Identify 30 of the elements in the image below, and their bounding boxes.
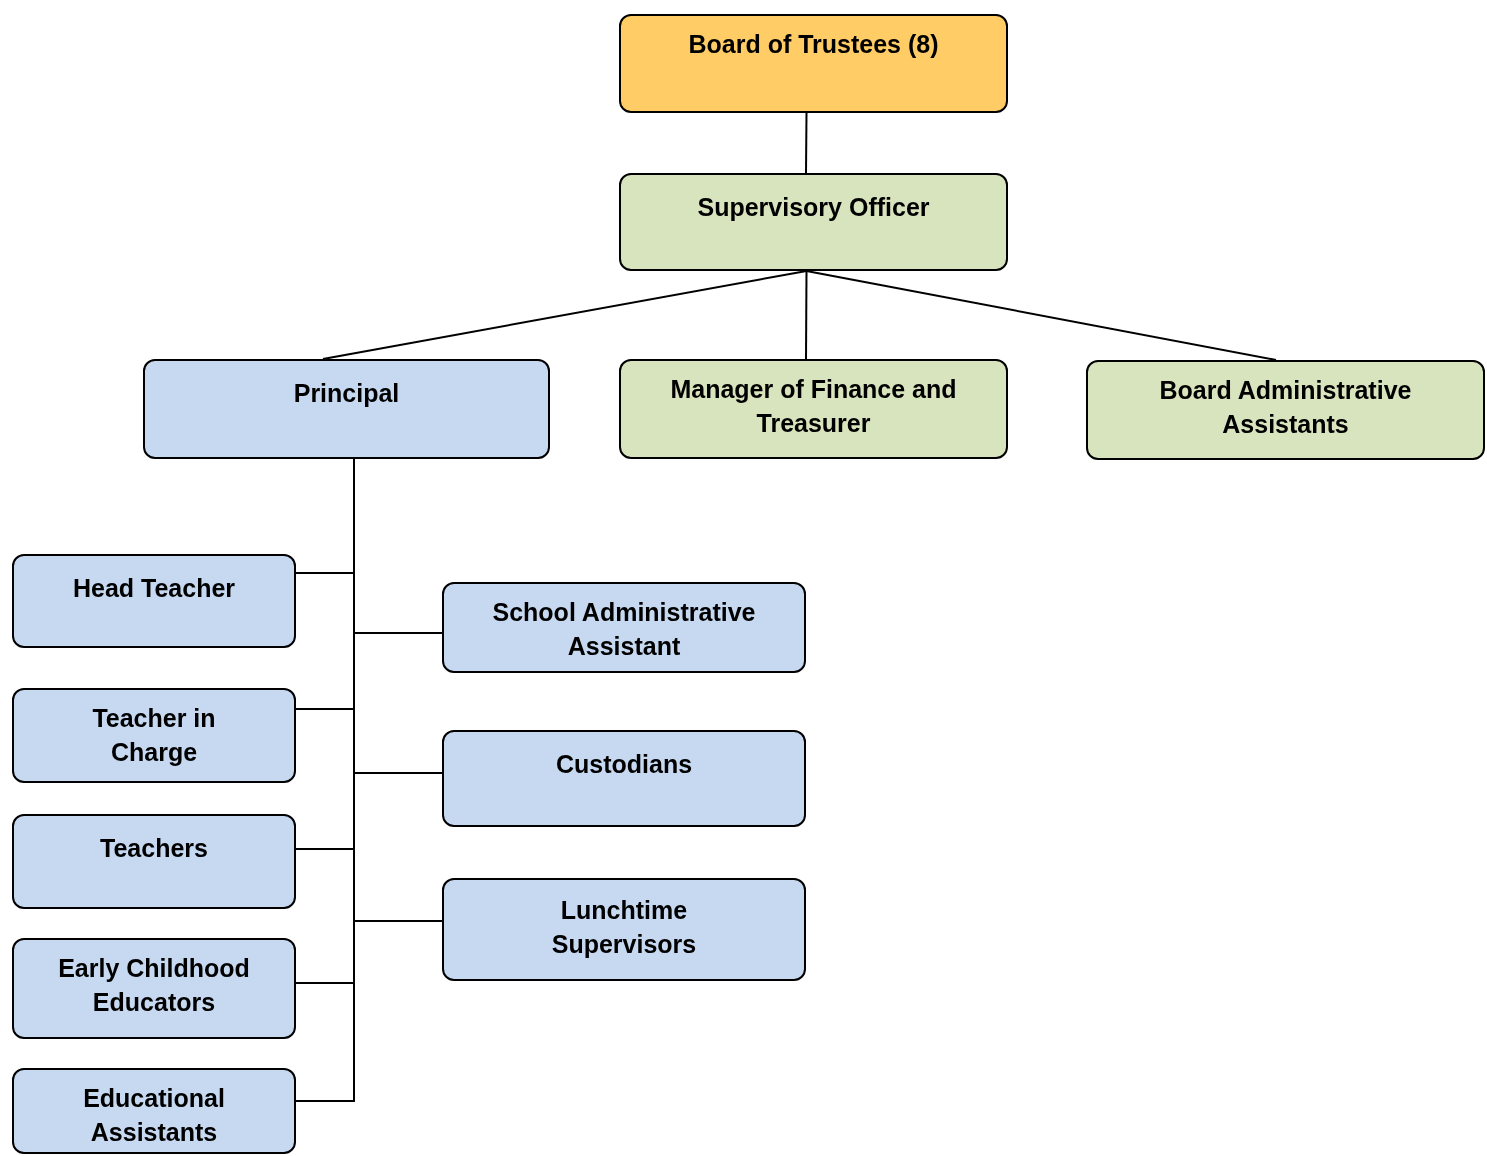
org-box [12, 554, 296, 648]
connector-line [322, 270, 808, 360]
role-title: Custodians [555, 749, 693, 780]
role-title: Board of Trustees (8) [688, 29, 939, 60]
org-box [143, 359, 550, 459]
org-box [1086, 360, 1485, 460]
role-title: Manager of Finance and Treasurer [669, 374, 958, 439]
role-title: Board Administrative Assistants [1158, 375, 1413, 440]
role-title: School Administrative Assistant [491, 597, 757, 662]
org-box [12, 938, 296, 1039]
org-box [442, 730, 806, 827]
role-title: Early Childhood Educators [57, 953, 251, 1018]
org-box [12, 814, 296, 909]
role-title: Teacher in Charge [91, 703, 217, 768]
role-title: Lunchtime Supervisors [550, 895, 698, 960]
org-box [619, 173, 1008, 271]
org-box [12, 688, 296, 783]
org-box [442, 878, 806, 981]
role-title: Head Teacher [72, 573, 236, 604]
org-box [619, 14, 1008, 113]
connector-line [805, 112, 808, 174]
connector-line [805, 270, 808, 360]
connector-line [805, 270, 1277, 361]
role-title: Principal [293, 378, 400, 409]
role-title: Supervisory Officer [697, 192, 930, 223]
role-title: Educational Assistants [82, 1083, 226, 1148]
org-box [619, 359, 1008, 459]
org-box [442, 582, 806, 673]
role-title: Teachers [100, 833, 208, 864]
org-box [12, 1068, 296, 1154]
